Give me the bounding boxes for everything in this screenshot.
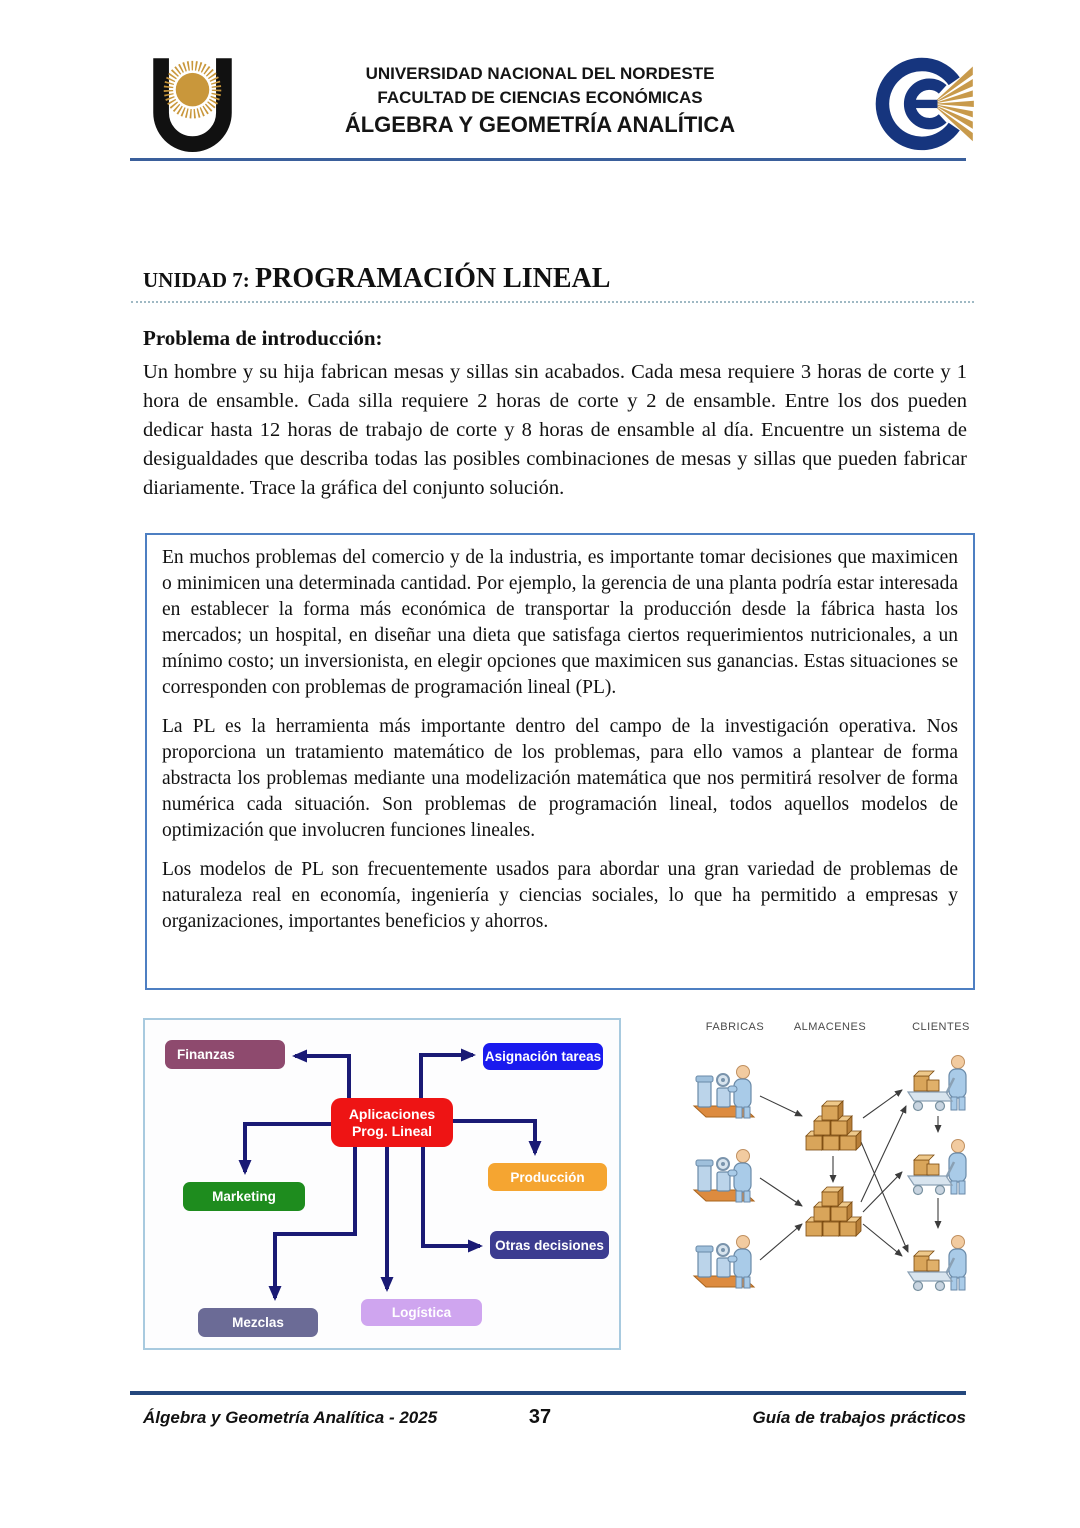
inner-e-arc (903, 78, 947, 130)
transport-diagram: FABRICAS ALMACENES CLIENTES (693, 1021, 970, 1292)
arrow-w1-c3 (860, 1141, 909, 1253)
info-paragraph-1: En muchos problemas del comercio y de la… (162, 547, 958, 698)
footer-guide: Guía de trabajos prácticos (752, 1408, 966, 1427)
title-dotted-divider (131, 301, 974, 303)
arrow-f1-w1 (759, 1095, 803, 1117)
footer-course: Álgebra y Geometría Analítica - 2025 (143, 1408, 438, 1427)
column-label-clientes: CLIENTES (912, 1021, 970, 1033)
page-title: UNIDAD 7: PROGRAMACIÓN LINEAL (143, 258, 973, 295)
arrow-w2-c1 (860, 1105, 907, 1203)
u-letter (153, 58, 232, 152)
factory-icon (693, 1064, 755, 1119)
center-label-line2: Prog. Lineal (351, 1122, 433, 1139)
client-cart-icon (906, 1054, 968, 1112)
node-finanzas: Finanzas (165, 1040, 285, 1069)
arrow-to-marketing (238, 1122, 331, 1175)
fce-logo (875, 57, 974, 151)
node-otras-decisiones: Otras decisiones (490, 1231, 609, 1259)
faculty-name: FACULTAD DE CIENCIAS ECONÓMICAS (377, 88, 703, 107)
intro-heading: Problema de introducción: (143, 326, 383, 350)
node-logistica: Logística (361, 1299, 482, 1326)
university-name: UNIVERSIDAD NACIONAL DEL NORDESTE (365, 64, 715, 83)
footer-divider (130, 1391, 966, 1395)
arrow-to-asignacion (419, 1048, 476, 1098)
factory-icon (693, 1234, 755, 1289)
header-title-block: UNIVERSIDAD NACIONAL DEL NORDESTE FACULT… (0, 62, 1080, 140)
node-asignacion-tareas: Asignación tareas (483, 1043, 603, 1070)
node-marketing: Marketing (183, 1182, 305, 1211)
column-label-almacenes: ALMACENES (794, 1021, 866, 1033)
outer-c (875, 57, 960, 151)
arrow-w2-c3 (862, 1223, 903, 1257)
node-produccion: Producción (488, 1163, 607, 1191)
factory-icon (693, 1148, 755, 1203)
sun-icon (163, 60, 222, 119)
course-name: ÁLGEBRA Y GEOMETRÍA ANALÍTICA (344, 112, 736, 137)
header-divider (130, 158, 966, 161)
arrow-to-otras (421, 1147, 483, 1253)
arrow-w1-c1 (862, 1089, 903, 1119)
arrow-to-mezclas (268, 1147, 357, 1301)
info-box: En muchos problemas del comercio y de la… (145, 533, 975, 990)
node-mezclas: Mezclas (198, 1308, 318, 1337)
column-label-fabricas: FABRICAS (706, 1021, 764, 1033)
center-label-line1: Aplicaciones (348, 1105, 436, 1122)
diagram-arrows (238, 1048, 542, 1301)
intro-paragraph: Un hombre y su hija fabrican mesas y sil… (143, 361, 967, 499)
client-cart-icon (906, 1138, 968, 1196)
unne-u-logo (153, 58, 232, 152)
page-number: 37 (528, 1406, 552, 1428)
client-cart-icon (906, 1234, 968, 1292)
info-paragraph-2: La PL es la herramienta más importante d… (162, 716, 958, 841)
applications-diagram: Finanzas Asignación tareas Aplicaciones … (143, 1018, 621, 1350)
unit-number: UNIDAD 7: (143, 268, 255, 292)
arrow-to-produccion (453, 1119, 542, 1156)
inner-e-bar (911, 99, 938, 109)
arrow-f3-w2 (759, 1223, 803, 1261)
node-aplicaciones-prog-lineal: Aplicaciones Prog. Lineal (331, 1098, 453, 1147)
arrow-to-finanzas (292, 1049, 351, 1098)
arrow-f2-w2 (759, 1177, 803, 1207)
unit-title: PROGRAMACIÓN LINEAL (255, 263, 611, 294)
warehouse-icon (806, 1101, 861, 1150)
info-paragraph-3: Los modelos de PL son frecuentemente usa… (162, 859, 958, 932)
warehouse-icon (806, 1187, 861, 1236)
